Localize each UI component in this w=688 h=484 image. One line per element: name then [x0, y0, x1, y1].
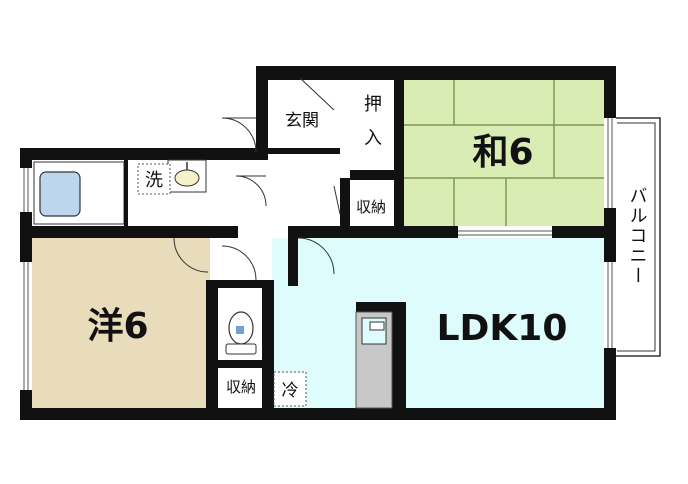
walls	[20, 66, 616, 420]
rei-label: 冷	[282, 381, 299, 401]
bathtub	[33, 161, 125, 225]
door-swings	[173, 77, 341, 281]
wash-basin-icon	[167, 159, 207, 193]
washitsu-tatami-floor	[404, 80, 612, 230]
balcony-label: バルコニー	[627, 186, 648, 286]
tatami-mat-lines	[404, 80, 612, 230]
kitchen-counter	[355, 311, 393, 409]
balcony	[612, 117, 661, 357]
shuno-lower-label: 収納	[226, 378, 256, 396]
oshiire-label-top: 押	[364, 94, 382, 115]
ldk-floor	[272, 238, 606, 412]
shuno-upper-label: 収納	[356, 198, 386, 216]
sen-label-box	[137, 163, 171, 195]
oshiire-label-bottom: 入	[364, 128, 382, 149]
yoshitsu-floor	[30, 236, 210, 412]
rei-label-box	[273, 371, 307, 407]
sen-label: 洗	[145, 170, 163, 191]
yoshitsu-label: 洋6	[87, 306, 148, 347]
ldk-label: LDK10	[437, 308, 568, 349]
toilet-icon	[225, 311, 257, 355]
washitsu-label: 和6	[472, 132, 533, 173]
windows	[20, 118, 616, 390]
genkan-label: 玄関	[285, 111, 319, 131]
